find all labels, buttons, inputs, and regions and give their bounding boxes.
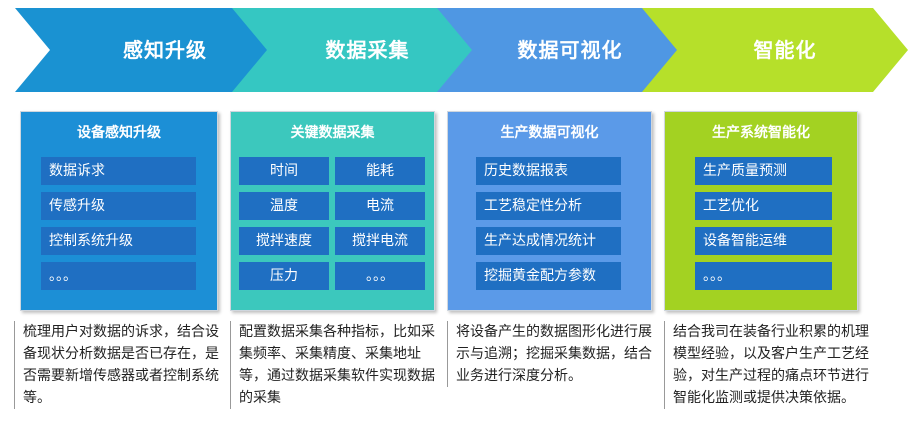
list-item: 历史数据报表 (476, 157, 621, 185)
panel-title: 生产数据可视化 (500, 125, 599, 141)
panel-device-sensing-upgrade: 设备感知升级 数据诉求 传感升级 控制系统升级 。。。 (20, 111, 218, 311)
description-sensing-upgrade: 梳理用户对数据的诉求，结合设备现状分析数据是否已存在，是否需要新增传感器或者控制… (14, 321, 228, 409)
panel-title: 关键数据采集 (290, 125, 375, 141)
stage-arrow-3 (437, 8, 680, 92)
list-item: 搅拌速度 (239, 227, 329, 255)
stage-title-intelligence: 智能化 (753, 38, 817, 62)
list-item: 温度 (239, 192, 329, 220)
panel-production-system-intelligence: 生产系统智能化 生产质量预测 工艺优化 设备智能运维 。。。 (664, 111, 858, 311)
stage-title-data-collection: 数据采集 (325, 38, 410, 62)
list-item: 生产质量预测 (695, 157, 832, 185)
list-item: 传感升级 (41, 192, 196, 220)
list-item: 挖掘黄金配方参数 (476, 262, 621, 290)
list-item: 。。。 (41, 262, 196, 290)
list-item: 搅拌电流 (335, 227, 425, 255)
stage-arrow-2 (232, 8, 475, 92)
list-item: 工艺优化 (695, 192, 832, 220)
stage-arrow-4 (642, 8, 908, 92)
list-item: 生产达成情况统计 (476, 227, 621, 255)
list-item: 数据诉求 (41, 157, 196, 185)
list-item: 能耗 (335, 157, 425, 185)
stage-title-sensing-upgrade: 感知升级 (123, 38, 207, 62)
list-item: 压力 (239, 262, 329, 290)
list-item: 控制系统升级 (41, 227, 196, 255)
panel-title: 生产系统智能化 (712, 125, 810, 141)
list-item: 设备智能运维 (695, 227, 832, 255)
list-item: 电流 (335, 192, 425, 220)
list-item: 。。。 (335, 262, 425, 290)
stage-arrow-1 (15, 8, 270, 92)
list-item: 。。。 (695, 262, 832, 290)
panel-title: 设备感知升级 (77, 125, 161, 141)
panel-production-data-visualization: 生产数据可视化 历史数据报表 工艺稳定性分析 生产达成情况统计 挖掘黄金配方参数 (447, 111, 652, 311)
process-arrow-banner (15, 8, 908, 92)
stage-title-data-visualization: 数据可视化 (517, 38, 623, 62)
list-item: 工艺稳定性分析 (476, 192, 621, 220)
description-intelligence: 结合我司在装备行业积累的机理模型经验，以及客户生产工艺经验，对生产过程的痛点环节… (664, 321, 869, 409)
description-data-visualization: 将设备产生的数据图形化进行展示与追溯；挖掘采集数据，结合业务进行深度分析。 (447, 321, 657, 387)
panel-key-data-collection: 关键数据采集 时间 能耗 温度 电流 搅拌速度 搅拌电流 压力 。。。 (230, 111, 435, 311)
description-data-collection: 配置数据采集各种指标，比如采集频率、采集精度、采集地址等，通过数据采集软件实现数… (230, 321, 440, 409)
list-item: 时间 (239, 157, 329, 185)
